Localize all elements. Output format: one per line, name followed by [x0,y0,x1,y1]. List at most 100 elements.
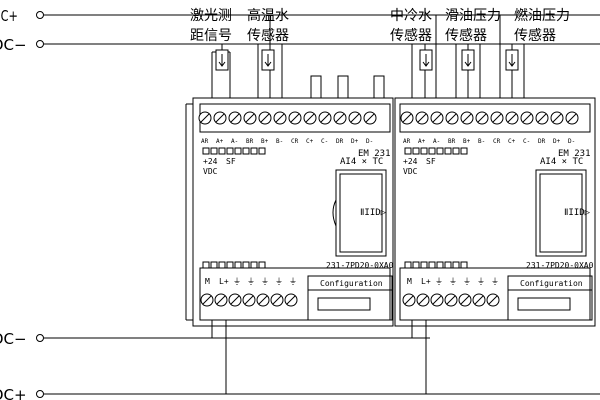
module-2-part-number: 231-7PD20-0XA0 [526,261,594,270]
bottom-terminal-label: M [407,277,412,286]
sensor-labels: 激光测 距信号 高温水 传感器 中冷水 传感器 滑油压力 传感器 燃油压力 传感… [190,7,570,44]
terminal-screw [348,111,362,125]
status-led [202,147,210,155]
status-led [452,261,460,269]
terminal-screw [460,111,474,125]
terminal-label: D+ [553,138,561,145]
sensor-5-line2: 传感器 [514,27,556,44]
terminal-label: A+ [216,138,224,145]
sensor-1-line1: 激光测 [190,7,232,24]
module-1-top-terminals [198,111,377,125]
module-1-leds [202,147,266,155]
terminal-screw [486,293,500,307]
bottom-terminal-label: ⏚ [449,277,457,286]
terminal-screw [228,293,242,307]
status-led [226,261,234,269]
sensor-3-line2: 传感器 [390,27,432,44]
status-led [404,261,412,269]
bottom-terminal-label: ⏚ [477,277,485,286]
bottom-terminal-label: ⏚ [289,277,297,286]
status-led [412,147,420,155]
module-1-sf-label: SF [226,157,236,166]
terminal-label: DR [336,138,344,145]
terminal-label: C- [523,138,530,145]
terminal-screw [213,111,227,125]
terminal-label: A- [433,138,440,145]
status-led [428,261,436,269]
sensor-1-symbol [215,49,229,71]
terminal-label: C+ [306,138,314,145]
terminal-screw [284,293,298,307]
bottom-terminal-label: ⏚ [491,277,499,286]
bottom-terminal-label: L+ [219,277,229,286]
status-led [258,261,266,269]
bottom-terminal-label: ⏚ [463,277,471,286]
terminal-label: A- [231,138,238,145]
terminal-label: AR [403,138,411,145]
status-led [242,261,250,269]
sensor-4-line2: 传感器 [445,27,487,44]
status-led [436,261,444,269]
sensor-4-symbol [461,49,475,71]
bottom-terminal-label: ⏚ [275,277,283,286]
terminal-label: D+ [351,138,359,145]
terminal-label: BR [448,138,456,145]
module-1-bottom-terminals [200,293,298,307]
terminal-label: D- [366,138,373,145]
status-led [218,147,226,155]
module-1-spec: AI4 × TC [340,157,383,167]
status-led [218,261,226,269]
module-1-model: EM 231 [358,149,391,159]
rail-label-bottom-plus: DC+ [0,386,27,400]
terminal-label: AR [201,138,209,145]
terminal-label: D- [568,138,575,145]
status-led [444,147,452,155]
status-led [250,261,258,269]
module-2-spec: AI4 × TC [540,157,583,167]
module-2-slot [535,169,587,257]
bottom-terminal-label: ⏚ [233,277,241,286]
terminal-screw [270,293,284,307]
terminal-screw [363,111,377,125]
module-1-power-label: +24 [203,157,218,166]
module-2-bottom-leds [404,261,468,269]
sensor-5-line1: 燃油压力 [514,7,570,24]
bottom-terminal-label: ⏚ [261,277,269,286]
terminal-label: CR [493,138,501,145]
module-2-config-label: Configuration [520,279,583,288]
power-rails [36,11,600,398]
bottom-terminal-label: ⏚ [247,277,255,286]
sensor-1-line2: 距信号 [190,28,232,44]
sensor-2-line1: 高温水 [247,7,289,24]
module-2-power-label: +24 [403,157,418,166]
status-led [234,261,242,269]
status-led [444,261,452,269]
terminal-screw [303,111,317,125]
status-led [412,261,420,269]
terminal-screw [198,111,212,125]
module-2-leds [404,147,468,155]
bottom-terminal-label: L+ [421,277,431,286]
terminal-screw [256,293,270,307]
module-2-slot-label: ⅡIID▷ [564,208,591,218]
terminal-screw [214,293,228,307]
terminal-screw [490,111,504,125]
terminal-screw [535,111,549,125]
status-led [420,261,428,269]
status-led [210,261,218,269]
status-led [404,147,412,155]
status-led [436,147,444,155]
rail-label-top-plus: DC+ [0,7,18,25]
module-1-bottom-leds [202,261,266,269]
sensor-symbols [215,49,519,71]
sensor-4-line1: 滑油压力 [445,7,501,24]
terminal-screw [258,111,272,125]
terminal-screw [228,111,242,125]
sensor-3-line1: 中冷水 [390,8,432,24]
sensor-2-symbol [261,49,275,71]
module-2-sf-label: SF [426,157,436,166]
terminal-screw [475,111,489,125]
